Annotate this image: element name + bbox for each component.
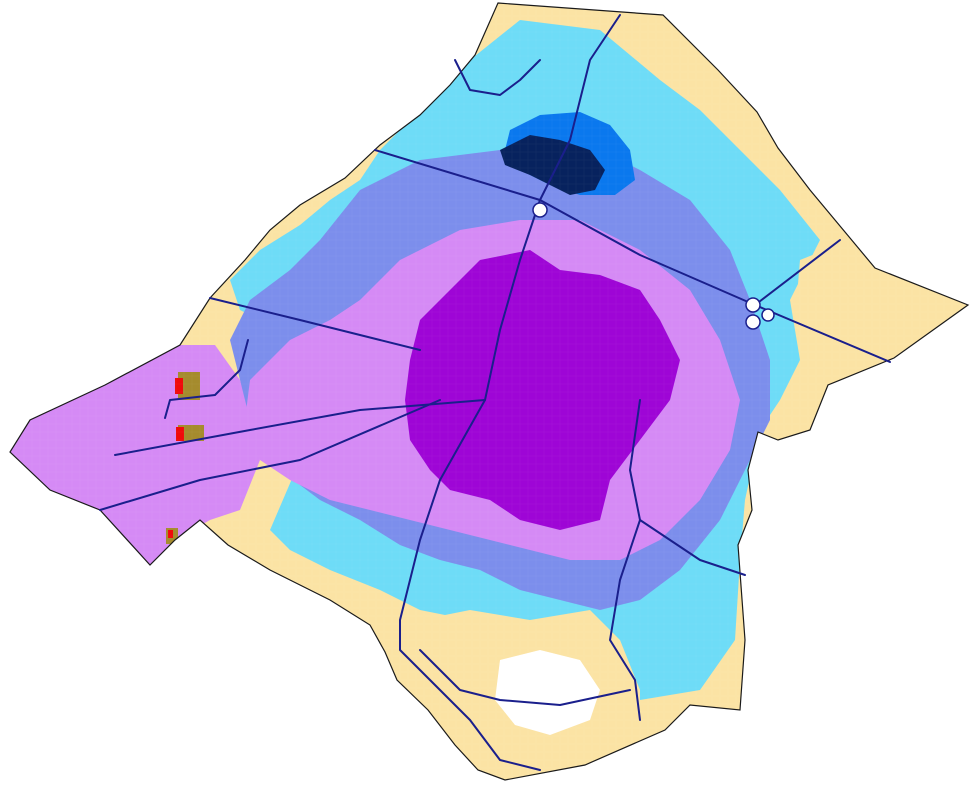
road-west[interactable] [114,399,486,456]
road-southwest[interactable] [99,399,441,511]
district-boundary [9,2,970,781]
roads-layer [99,14,891,771]
road-hotspot-access[interactable] [164,339,249,419]
interchange-east-a[interactable] [745,297,761,313]
road-highway-east[interactable] [374,149,891,363]
road-northwest[interactable] [209,297,421,351]
road-north-loop[interactable] [454,59,541,96]
interchange-east-b[interactable] [745,314,761,330]
road-south-loop[interactable] [419,649,631,706]
interchange-north[interactable] [532,202,548,218]
road-southeast[interactable] [609,399,641,721]
road-east-spur[interactable] [754,239,841,306]
interchange-east-c[interactable] [761,308,775,322]
road-north-south[interactable] [399,14,621,771]
road-east-branch[interactable] [639,519,746,576]
